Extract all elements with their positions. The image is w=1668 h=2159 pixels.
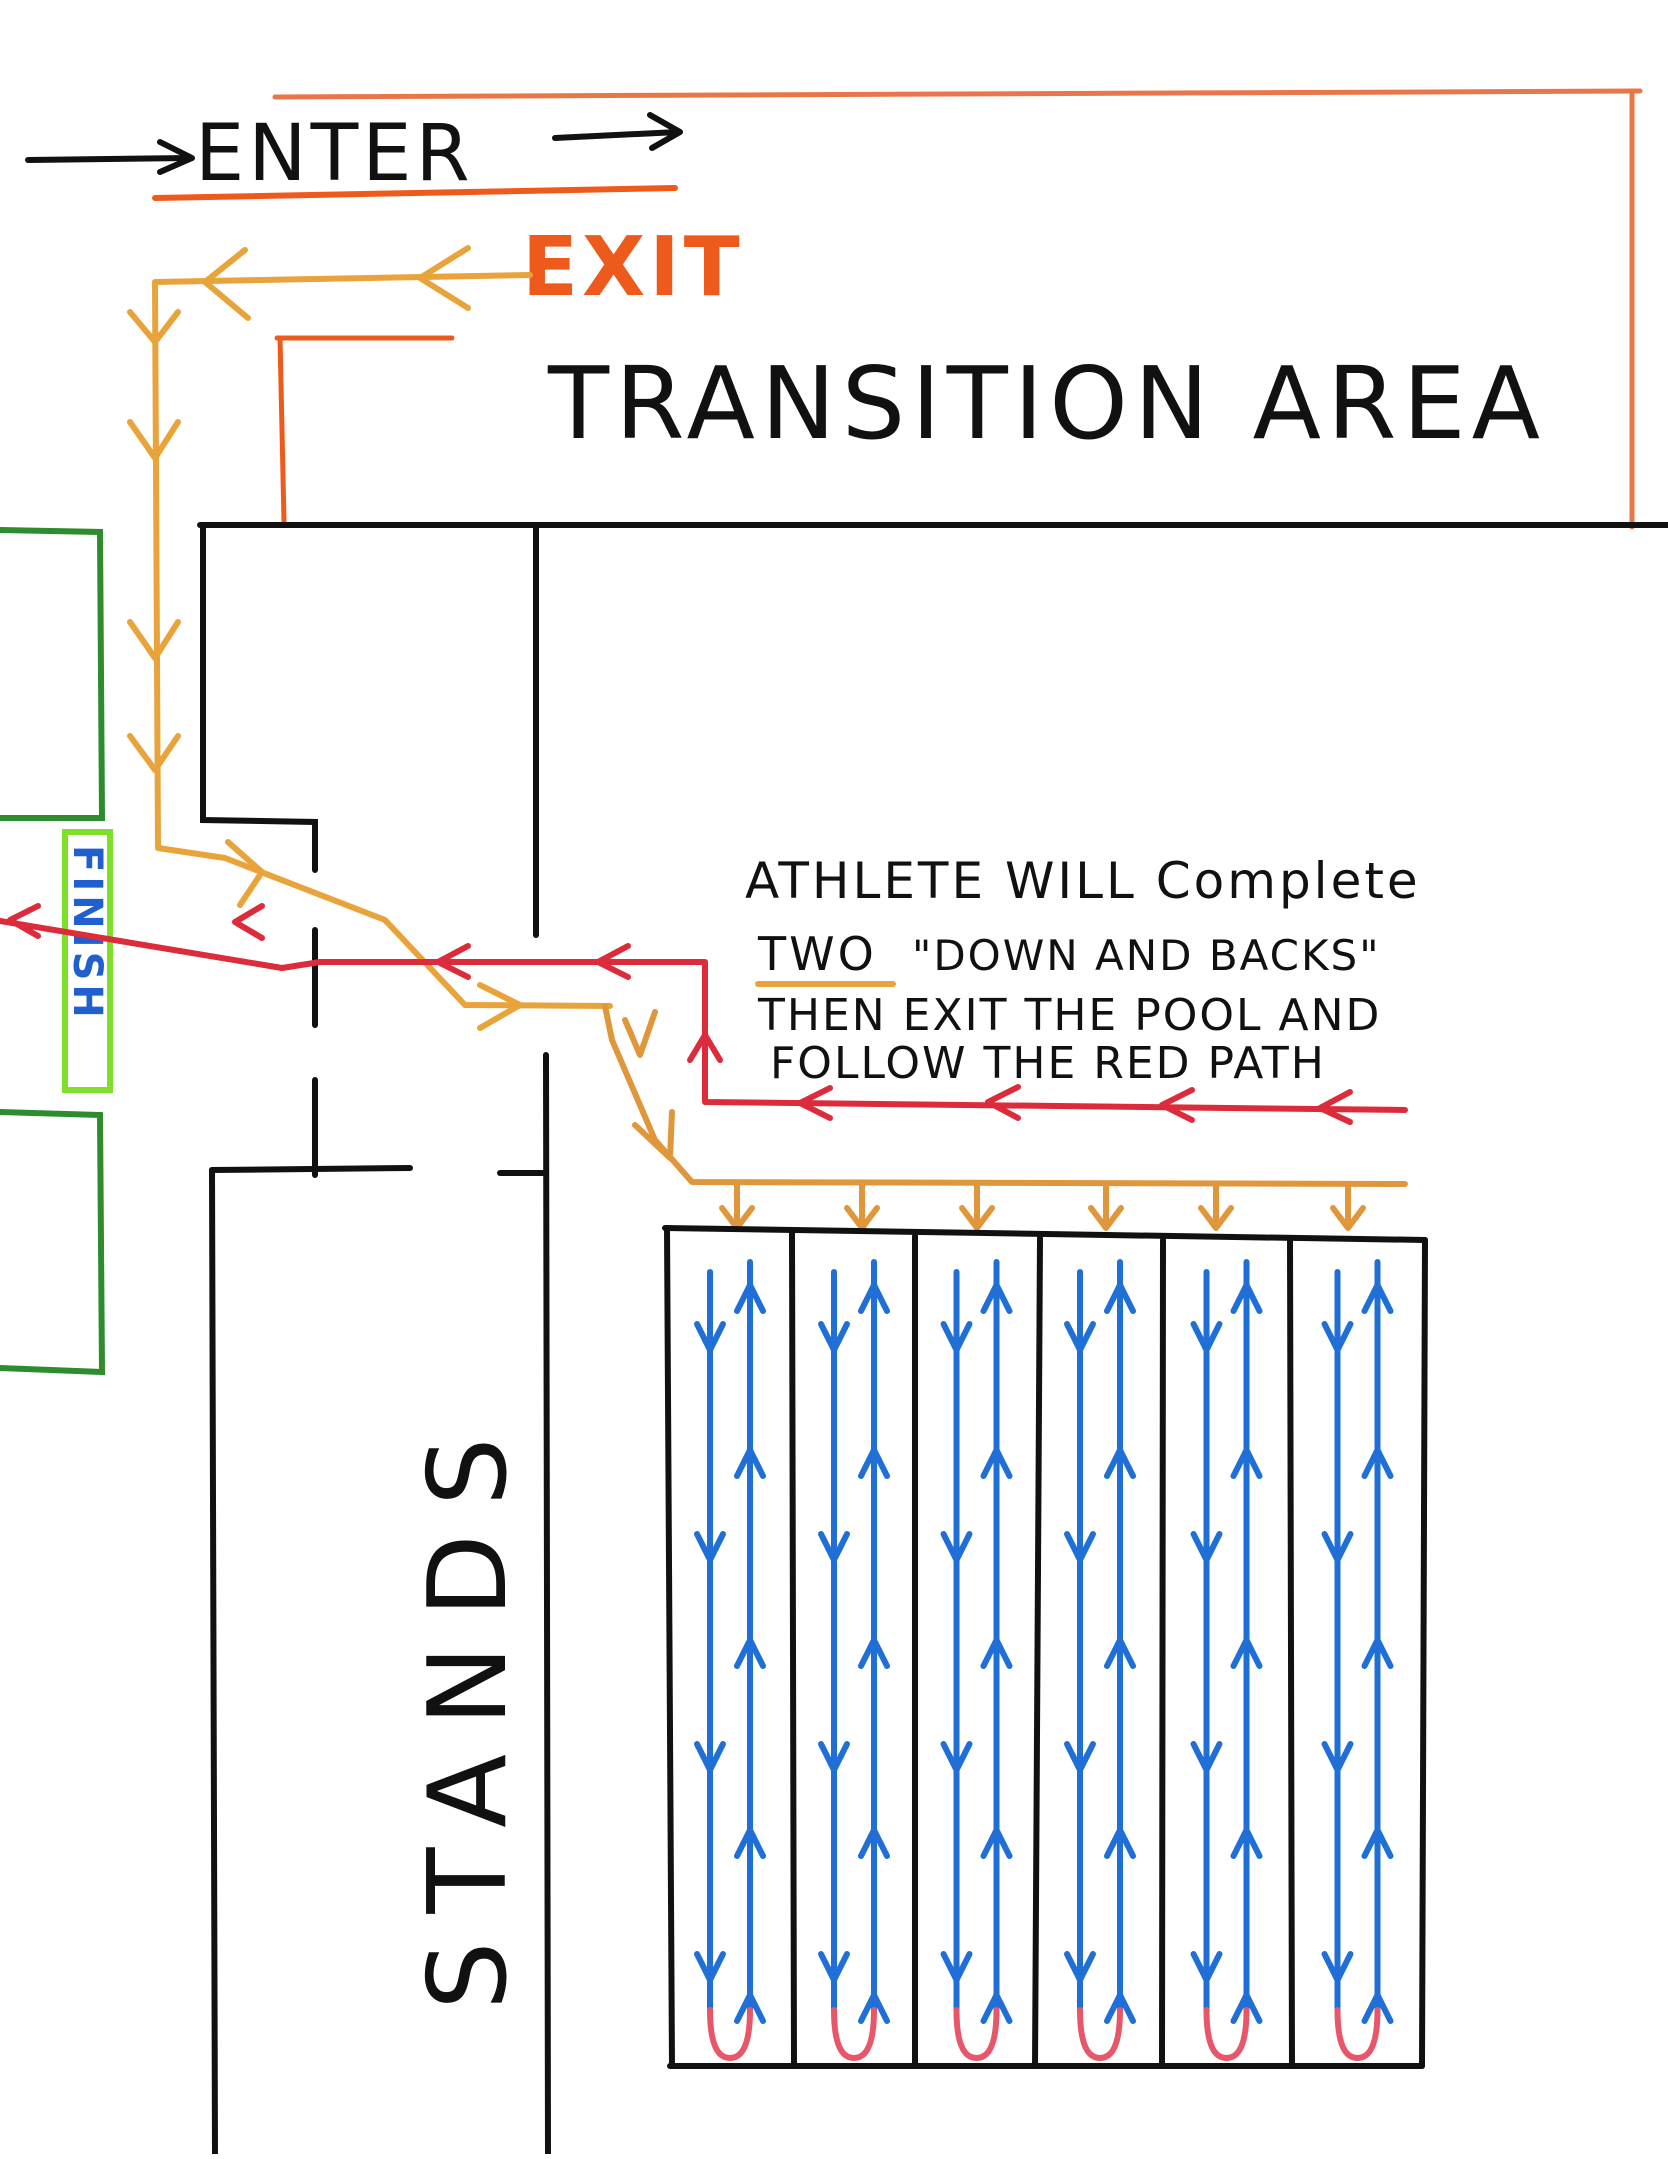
note-line-2-rest: "DOWN AND BACKS" (912, 931, 1381, 980)
enter-label: ENTER (195, 109, 474, 199)
swim-up-arrow (980, 1447, 1013, 1479)
finish-box (62, 829, 113, 1093)
turn-marker (1334, 2007, 1381, 2062)
swim-up-arrow (1361, 1282, 1394, 1314)
turn-marker (831, 2007, 877, 2062)
note-line-3: THEN EXIT THE POOL AND (757, 990, 1381, 1041)
swim-up-arrow (734, 1447, 766, 1479)
turn-marker (953, 2007, 1000, 2062)
swim-up-arrow (1230, 1447, 1263, 1479)
swim-up-arrow (1361, 1637, 1394, 1669)
red-finish-path (0, 903, 1408, 1125)
swim-down-arrow (818, 1951, 850, 1983)
swim-up-arrow (1230, 1827, 1263, 1859)
enter-label-group: ENTER (25, 109, 683, 201)
swim-down-arrow (1321, 1741, 1354, 1773)
swim-down-arrow (1321, 1951, 1354, 1983)
swim-up-arrow (1230, 1282, 1263, 1314)
pool-lanes (694, 1259, 1394, 2062)
swim-down-arrow (1064, 1951, 1096, 1983)
swim-up-arrow (1104, 1637, 1136, 1669)
pool-outline (662, 1225, 1428, 2069)
pool (662, 1225, 1428, 2069)
swim-lane (694, 1259, 766, 2062)
swim-up-arrow (1104, 1447, 1136, 1479)
enter-arrow-left (25, 155, 193, 163)
swim-up-arrow (734, 1637, 766, 1669)
finish-area (0, 527, 106, 1376)
swim-down-arrow (940, 1951, 973, 1983)
instructions-note: ATHLETE WILL Complete TWO "DOWN AND BACK… (745, 852, 1421, 1089)
exit-label: EXIT (522, 220, 744, 315)
swim-up-arrow (734, 1827, 766, 1859)
swim-up-arrow (858, 1447, 890, 1479)
swim-up-arrow (980, 1827, 1013, 1859)
swim-up-arrow (1104, 1282, 1136, 1314)
swim-down-arrow (694, 1741, 726, 1773)
swim-up-arrow (1104, 1992, 1136, 2024)
swim-down-arrow (818, 1321, 850, 1353)
transition-area-label: TRANSITION AREA (547, 345, 1546, 462)
enter-underline (152, 185, 678, 201)
swim-up-arrow (1230, 1992, 1263, 2024)
swim-up-arrow (734, 1992, 766, 2024)
swim-up-arrow (858, 1992, 890, 2024)
note-line-1: ATHLETE WILL Complete (745, 852, 1421, 910)
swim-down-arrow (940, 1741, 973, 1773)
swim-down-arrow (1064, 1531, 1096, 1563)
swim-up-arrow (1361, 1992, 1394, 2024)
exit-gate (274, 335, 455, 525)
exit-route (127, 245, 613, 1031)
swim-up-arrow (1104, 1827, 1136, 1859)
enter-arrow-right (552, 129, 681, 141)
swim-up-arrow (980, 1637, 1013, 1669)
swim-up-arrow (858, 1637, 890, 1669)
turn-marker (707, 2007, 753, 2062)
swim-down-arrow (818, 1741, 850, 1773)
swim-up-arrow (980, 1282, 1013, 1314)
enter-arrow-left-head (157, 139, 195, 175)
swim-lane (940, 1259, 1013, 2062)
swim-lane (1064, 1259, 1136, 2062)
swim-lane (818, 1259, 890, 2062)
swim-down-arrow (1190, 1741, 1223, 1773)
transition-area-border (272, 88, 1643, 530)
swim-down-arrow (1064, 1741, 1096, 1773)
swim-down-arrow (694, 1321, 726, 1353)
swim-down-arrow (1190, 1321, 1223, 1353)
swim-up-arrow (858, 1827, 890, 1859)
building-outline (197, 522, 1668, 2157)
swim-down-arrow (940, 1321, 973, 1353)
swim-down-arrow (1321, 1321, 1354, 1353)
swim-up-arrow (980, 1992, 1013, 2024)
swim-up-arrow (1230, 1637, 1263, 1669)
swim-up-arrow (1361, 1447, 1394, 1479)
swim-lane (1190, 1259, 1263, 2062)
swim-down-arrow (1190, 1531, 1223, 1563)
swim-down-arrow (940, 1531, 973, 1563)
swim-down-arrow (1321, 1531, 1354, 1563)
turn-marker (1077, 2007, 1123, 2062)
swim-lane (1321, 1259, 1394, 2062)
swim-up-arrow (858, 1282, 890, 1314)
stands-label: STANDS (406, 1409, 531, 2010)
note-line-2-two: TWO (757, 927, 877, 981)
swim-down-arrow (818, 1531, 850, 1563)
enter-arrow-right-head (647, 112, 683, 151)
swim-down-arrow (694, 1951, 726, 1983)
swim-down-arrow (1190, 1951, 1223, 1983)
swim-up-arrow (734, 1282, 766, 1314)
note-line-4: FOLLOW THE RED PATH (770, 1038, 1326, 1089)
swim-down-arrow (1064, 1321, 1096, 1353)
swim-down-arrow (694, 1531, 726, 1563)
swim-up-arrow (1361, 1827, 1394, 1859)
turn-marker (1203, 2007, 1250, 2062)
